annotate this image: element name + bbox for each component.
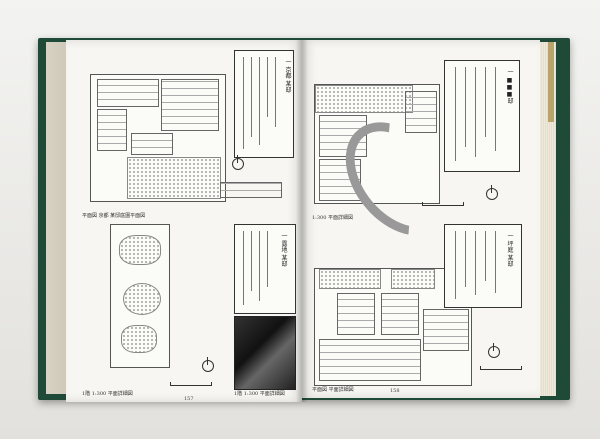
vertical-heading: 一 坪庭 某邸 <box>506 233 513 267</box>
scale-bar <box>170 382 212 386</box>
section-detail <box>216 172 288 206</box>
north-arrow-icon <box>232 155 244 170</box>
page-edges <box>540 42 556 396</box>
figure-caption: 1:300 平面詳細図 <box>312 215 353 221</box>
scale-bar <box>422 202 464 206</box>
vertical-heading: 一 露地 某邸 <box>280 233 287 267</box>
right-page: 一 ■■■邸 1:300 平面詳細図 一 坪庭 某邸 平面図 平面詳細図 158 <box>302 40 540 398</box>
vertical-heading: 一 京都 某邸 <box>284 59 291 93</box>
description-box-top-right: 一 ■■■邸 <box>444 60 520 172</box>
garden-plan <box>110 224 170 368</box>
scale-bar <box>480 366 522 370</box>
endpaper <box>46 42 68 394</box>
north-arrow-icon <box>488 343 500 358</box>
page-number: 157 <box>184 396 194 402</box>
vertical-heading: 一 ■■■邸 <box>506 69 513 104</box>
figure-caption: 平面図 平面詳細図 <box>312 387 354 393</box>
description-box-bottom-right: 一 坪庭 某邸 <box>444 224 522 308</box>
bookmark-ribbon <box>548 42 554 122</box>
description-box-top-left: 一 京都 某邸 <box>234 50 294 158</box>
figure-caption: 平面図 京都 某邸庭園平面図 <box>82 213 146 219</box>
book-gutter <box>296 40 308 402</box>
description-box-bottom-left: 一 露地 某邸 <box>234 224 296 314</box>
plan-caption: 1階 1:300 平面詳細図 <box>82 391 133 397</box>
page-number: 158 <box>390 388 400 394</box>
garden-photo <box>234 316 296 390</box>
north-arrow-icon <box>486 185 498 200</box>
left-page: 一 京都 某邸 平面図 京都 某邸庭園平面図 一 露地 某邸 1階 1:300 … <box>66 40 302 402</box>
floor-plan-top-right <box>314 84 474 257</box>
north-arrow-icon <box>202 357 214 372</box>
floor-plan-top-left <box>90 74 226 202</box>
photo-caption: 1階 1:300 平面詳細図 <box>234 391 285 397</box>
